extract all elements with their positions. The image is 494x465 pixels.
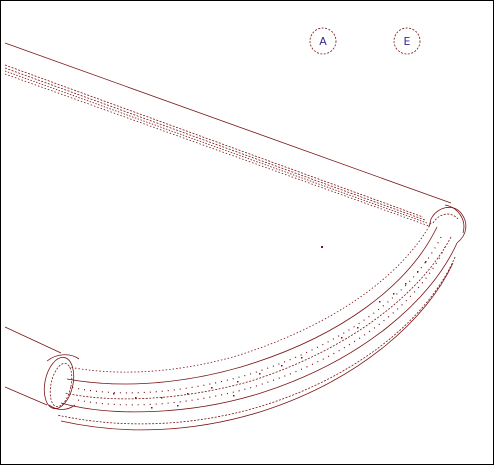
marker-a-label: A — [319, 35, 327, 48]
lower-left-lines — [4, 326, 62, 406]
tube-hatching — [70, 236, 446, 406]
scatter-dots — [113, 246, 427, 409]
marker-e-label: E — [404, 35, 411, 48]
curved-tube-edges — [56, 222, 458, 431]
upper-rail-lines — [4, 42, 452, 227]
left-end-cap — [43, 354, 80, 410]
marker-a[interactable]: A — [309, 27, 337, 55]
marker-e[interactable]: E — [393, 27, 421, 55]
right-end-cap — [428, 204, 467, 244]
